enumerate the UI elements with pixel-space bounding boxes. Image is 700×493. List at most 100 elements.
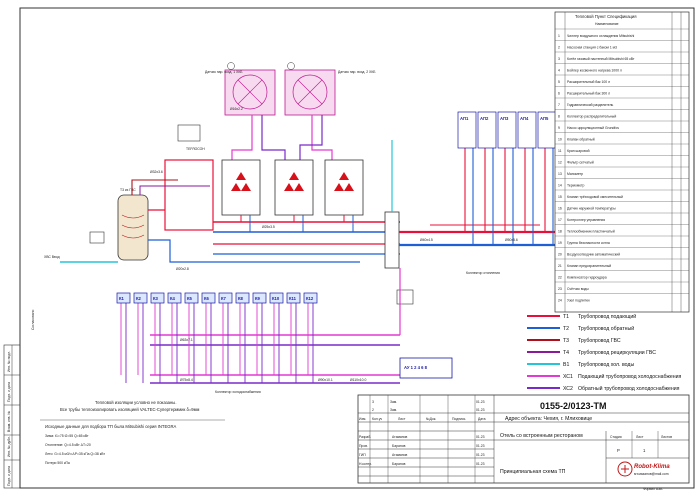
consumer-label: К3 <box>153 296 159 301</box>
spec-row-number: 15 <box>558 195 562 199</box>
spec-row-number: 7 <box>558 103 560 107</box>
consumer-right-label: АП3 <box>500 116 509 121</box>
legend-text: Трубопровод подающий <box>578 313 636 320</box>
pipe-tag: Ø20х2.8 <box>176 267 189 271</box>
spec-row-number: 11 <box>558 149 562 153</box>
header-cell: Лист <box>398 417 406 421</box>
legend-code: ХС2 <box>563 386 573 392</box>
spec-row-number: 14 <box>558 184 562 188</box>
consumer-label: К2 <box>136 296 142 301</box>
boiler-unit-3 <box>324 159 364 216</box>
spec-col-header: Наименование <box>595 22 619 26</box>
object-name: Отель со встроенным рестораном <box>500 433 583 439</box>
sensor-label-right: Датчик нар. возд. 2 ХКБ <box>338 70 376 74</box>
stage-value: Р <box>617 448 620 453</box>
note-line: Зима: t1=75 t2=55 Q=65 кВт <box>45 434 89 438</box>
spec-row: Узел подпитки <box>567 299 590 303</box>
consumer-right-label: АП2 <box>480 116 489 121</box>
consumer-label: К5 <box>187 296 193 301</box>
person-date: 01.23 <box>476 444 485 448</box>
legend-text: Трубопровод рециркуляции ГВС <box>578 350 656 356</box>
consumer-label: К4 <box>170 296 176 301</box>
consumer-right-label: АП5 <box>540 116 549 121</box>
spec-row: Бойлер косвенного нагрева 1000 л <box>567 69 622 73</box>
title-block: 3 Зам. 01.23 2 Зам. 01.23 Изм. Кол.уч Ли… <box>357 394 690 484</box>
collector-cooling-label: Коллектор холодоснабжения <box>215 390 261 394</box>
format-label: Формат А3A <box>643 487 663 491</box>
spec-row: Клапан трёхходовой смесительный <box>567 195 623 199</box>
legend-code: ХС1 <box>563 374 573 380</box>
note-box-text: АУ 1 2 4 6 8 <box>404 365 428 370</box>
header-cell: Подпись <box>452 417 466 421</box>
spec-row-number: 20 <box>558 253 562 257</box>
spec-row-number: 18 <box>558 230 562 234</box>
side-stamp: Инв. № подл. Подп. и дата Взам. инв. № И… <box>3 344 21 489</box>
spec-row: Гидравлический разделитель <box>567 103 614 107</box>
spec-row-number: 23 <box>558 287 562 291</box>
spec-row: Коллектор распределительный <box>567 115 616 119</box>
pipe-tag: Ø40х4.5 <box>420 238 433 242</box>
stage-label: Листов <box>661 435 672 439</box>
stamp-label: Подп. и дата <box>7 466 11 486</box>
consumer-boxes-right: АП1 АП2 АП3 АП4 АП5 <box>457 111 557 149</box>
spec-row-number: 3 <box>558 57 560 61</box>
spec-row: Счётчик воды <box>567 287 589 291</box>
spec-row: Котёл газовый настенный Mitsubishi 65 кВ… <box>567 57 635 61</box>
outdoor-unit-left <box>224 62 276 116</box>
spec-row: Теплообменник пластинчатый <box>567 230 615 234</box>
legend-text: Трубопровод хол. воды <box>578 362 634 368</box>
note-line: Все трубы теплоизолировать изоляцией VAL… <box>60 407 199 412</box>
spec-row: Насосная станция с баком 1 м3 <box>567 46 617 50</box>
spec-row-number: 2 <box>558 46 560 50</box>
consumer-box <box>286 292 301 304</box>
stage-value: 1 <box>643 448 646 453</box>
person-name: Баранов <box>392 462 406 466</box>
spec-row: Фильтр сетчатый <box>567 161 594 165</box>
consumer-box <box>235 292 250 304</box>
pipe-tag: Ø16х2.2 <box>230 107 243 111</box>
consumer-box <box>184 292 199 304</box>
rev-cell: Зам. <box>390 408 397 412</box>
hydraulic-separator <box>384 211 400 269</box>
spec-row-number: 8 <box>558 115 560 119</box>
company-name: Robot-Klima <box>634 464 670 470</box>
consumer-box-right <box>477 111 497 149</box>
consumer-box-right <box>457 111 477 149</box>
stage-label: Лист <box>636 435 644 439</box>
consumer-box-right <box>517 111 537 149</box>
note-heading: Тепловой изоляции условно не показаны. <box>95 400 176 405</box>
specification-table: Тепловой Пункт Спецификация Наименование… <box>554 11 690 313</box>
consumer-box-right <box>497 111 517 149</box>
heating-schematic: Датчик нар. возд. 1 ХКБ Датчик нар. возд… <box>44 62 557 394</box>
spec-title: Тепловой Пункт Спецификация <box>575 14 637 19</box>
stamp-label: Подп. и дата <box>7 382 11 402</box>
spec-row-number: 21 <box>558 264 562 268</box>
cooling-drops <box>120 303 314 383</box>
pipe-tag: Ø110х10.0 <box>350 378 366 382</box>
spec-row: Насос циркуляционный Grundfos <box>567 126 619 130</box>
spec-row: Манометр <box>567 172 583 176</box>
rev-cell: 3 <box>372 400 374 404</box>
pipe-tags: Ø32х3.6 Ø25х3.5 Ø40х4.5 Ø20х2.8 Ø50х5.6 … <box>150 107 518 382</box>
tank-label: Т3 из ГВС <box>120 188 136 192</box>
consumer-right-label: АП4 <box>520 116 529 121</box>
person-date: 01.23 <box>476 462 485 466</box>
pipe-tag: Ø32х3.6 <box>150 170 163 174</box>
spec-row: Датчик наружной температуры <box>567 207 616 211</box>
consumer-label: К1 <box>119 296 125 301</box>
spec-row-number: 9 <box>558 126 560 130</box>
consumer-box <box>150 292 165 304</box>
person-name: Атаманов <box>392 435 408 439</box>
expansion-vessel <box>396 289 414 305</box>
spec-row: Кран шаровой <box>567 149 590 153</box>
person-date: 01.23 <box>476 435 485 439</box>
spec-row-number: 5 <box>558 80 560 84</box>
consumer-right-label: АП1 <box>460 116 469 121</box>
legend-code: Т3 <box>563 338 569 344</box>
spec-row: Расширительный бак 100 л <box>567 80 610 84</box>
spec-row: Компенсатор гидроудара <box>567 276 607 280</box>
boiler-unit-1 <box>221 159 261 216</box>
pipe-tag: Ø63х7.1 <box>180 338 193 342</box>
